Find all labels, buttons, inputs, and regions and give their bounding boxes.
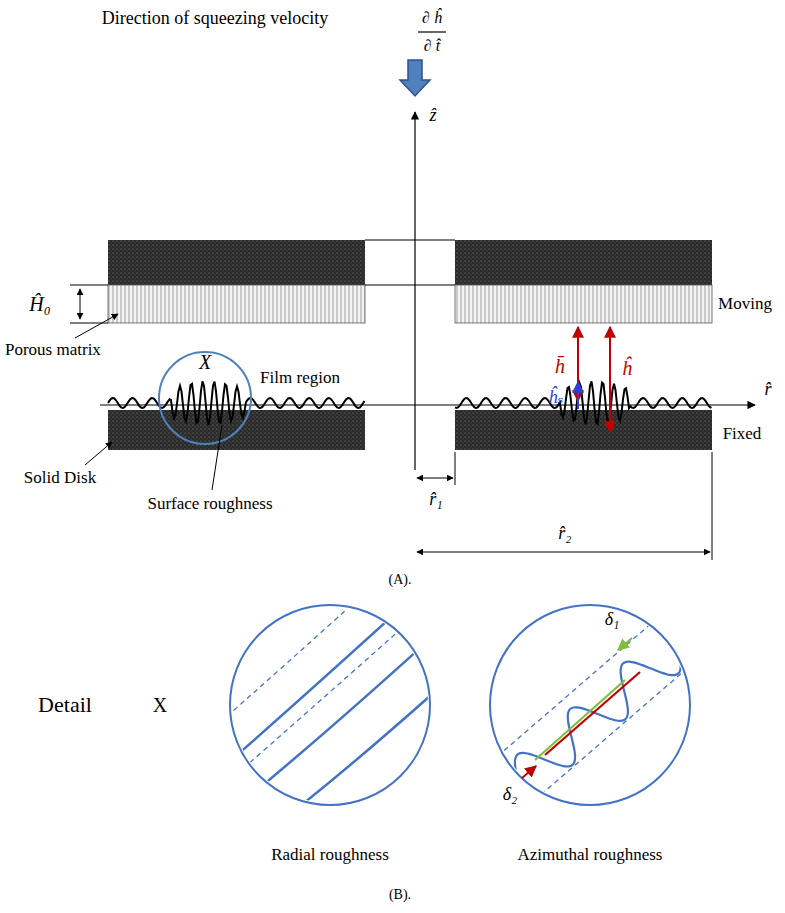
dimension-label: Ĥ₀ (27, 293, 52, 315)
axis-label: r̂ (762, 380, 773, 400)
detail-caption: Radial roughness (269, 846, 391, 865)
caption-text: Direction of squeezing velocity (100, 9, 330, 29)
dimension-label: ĥₛ (546, 388, 565, 408)
part-label: Moving (716, 295, 774, 314)
dimension-label: δ₁ (603, 610, 622, 630)
dimension-label: h̄ (553, 355, 567, 377)
dimension-label: δ₂ (501, 785, 520, 805)
figure-tag: (B). (387, 887, 413, 902)
figure-tag: (A). (387, 572, 414, 587)
math-symbol: ∂ ĥ (420, 9, 444, 27)
surface-roughness (455, 381, 712, 424)
region-label: Film region (258, 369, 342, 388)
detail-title: Detail (36, 693, 94, 717)
dimension-label: r̂₁ (427, 490, 444, 510)
math-symbol: ∂ t̂ (422, 37, 442, 55)
axis-label: ẑ (427, 106, 438, 126)
part-label: Fixed (721, 425, 764, 444)
part-label: Surface roughness (145, 495, 274, 514)
detail-label: X (197, 351, 213, 373)
dimension-label: r̂₂ (556, 524, 573, 544)
part-label: Porous matrix (3, 341, 103, 360)
part-label: Solid Disk (22, 469, 98, 488)
surface-roughness (108, 381, 365, 425)
detail-title: X (151, 694, 169, 716)
dimension-label: ĥ (620, 357, 634, 379)
detail-caption: Azimuthal roughness (516, 846, 665, 865)
